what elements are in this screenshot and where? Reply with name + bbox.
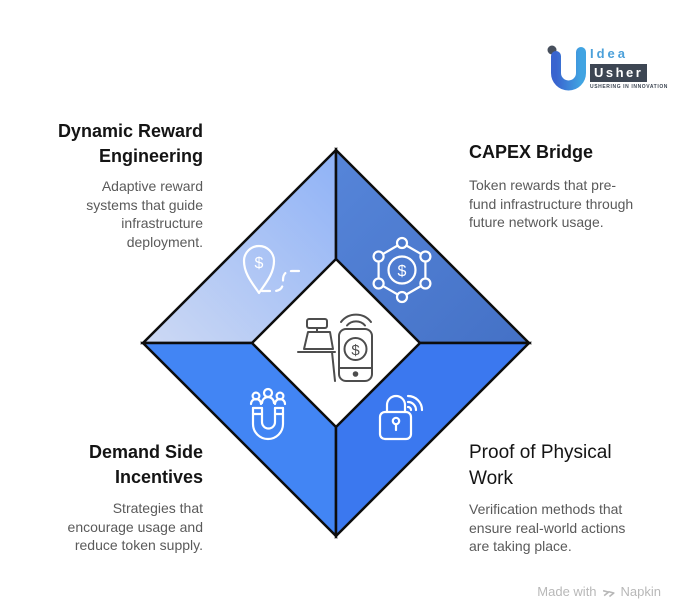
map-pin-dollar-icon: $ xyxy=(242,244,304,295)
logo-brand-usher: Usher xyxy=(590,64,648,82)
hexagon-dollar-symbol: $ xyxy=(398,263,407,280)
title-dynamic-reward-engineering: Dynamic Reward Engineering xyxy=(57,121,203,166)
quadrant-bottom-right xyxy=(334,341,533,540)
made-with-napkin-credit: Made with Napkin xyxy=(537,584,661,599)
phone-dollar-symbol: $ xyxy=(351,342,360,359)
made-with-label: Made with xyxy=(537,584,597,599)
logo-tagline: USHERING IN INNOVATION xyxy=(590,84,669,90)
title-demand-side-incentives: Demand Side Incentives xyxy=(88,442,203,487)
pos-terminal-contactless-payment-icon: $ xyxy=(297,313,373,382)
title-capex-bridge: CAPEX Bridge xyxy=(469,142,594,162)
description-dynamic-reward-engineering: Adaptive reward systems that guide infra… xyxy=(86,178,203,250)
logo-u-shape xyxy=(551,47,586,91)
description-proof-of-physical-work: Verification methods that ensure real-wo… xyxy=(469,501,626,554)
padlock-signal-icon xyxy=(378,394,424,441)
logo-brand-idea: Idea xyxy=(590,46,629,61)
title-proof-of-physical-work: Proof of Physical Work xyxy=(469,442,612,489)
napkin-brand-label: Napkin xyxy=(620,584,661,599)
pin-dollar-symbol: $ xyxy=(255,255,264,272)
description-demand-side-incentives: Strategies that encourage usage and redu… xyxy=(67,500,203,553)
magnet-people-icon xyxy=(249,387,287,441)
hexagon-network-dollar-icon: $ xyxy=(372,236,432,304)
idea-usher-logo-mark xyxy=(547,45,586,91)
napkin-icon xyxy=(602,589,615,597)
description-capex-bridge: Token rewards that pre-fund infrastructu… xyxy=(469,177,634,230)
idea-usher-logo: Idea Usher USHERING IN INNOVATION xyxy=(546,40,669,96)
